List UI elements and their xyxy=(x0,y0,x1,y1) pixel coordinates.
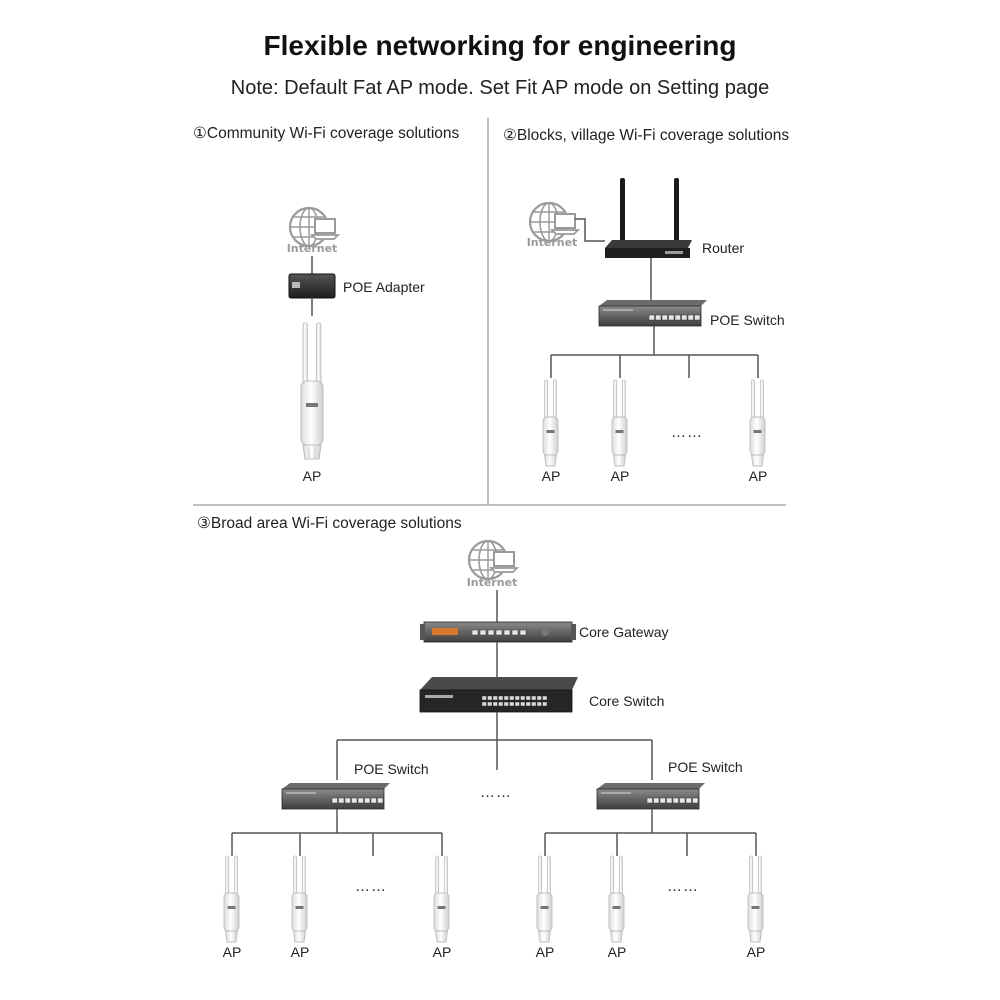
core-gateway-icon xyxy=(420,621,576,643)
router-icon xyxy=(605,178,692,258)
section-1-internet-icon: Internet xyxy=(287,206,340,255)
section-1-internet-label: Internet xyxy=(287,242,338,255)
section-3-right-ap-icon xyxy=(608,855,625,943)
section-2-ap-icon xyxy=(611,379,628,467)
section-3-left-ap-icon xyxy=(223,855,240,943)
core-switch-label: Core Switch xyxy=(589,693,665,709)
section-3-left-ap-label: AP xyxy=(432,944,452,960)
section-1-ap-label: AP xyxy=(302,468,322,484)
section-3-right-ap-icon xyxy=(536,855,553,943)
section-3-internet-label: Internet xyxy=(467,576,518,589)
section-3-left-ap-icon xyxy=(291,855,308,943)
mode-note: Note: Default Fat AP mode. Set Fit AP mo… xyxy=(230,77,770,99)
section-1-title: ①Community Wi-Fi coverage solutions xyxy=(193,125,460,142)
router-label: Router xyxy=(702,240,745,256)
section-1-ap-icon xyxy=(300,322,324,460)
section-3-right-ap-icon xyxy=(747,855,764,943)
section-2-poe-switch-label: POE Switch xyxy=(710,312,785,328)
section-2-ap-label: AP xyxy=(610,468,630,484)
section-3-right-ap-label: AP xyxy=(535,944,555,960)
core-gateway-label: Core Gateway xyxy=(579,624,669,640)
section-3-poe-switch-left-label: POE Switch xyxy=(354,761,429,777)
section-2-ap-icon xyxy=(749,379,766,467)
section-3-right-ap-label: AP xyxy=(607,944,627,960)
section-3-left-ellipsis: …… xyxy=(355,878,387,895)
section-3-poe-switch-right-icon xyxy=(596,782,706,810)
section-2-internet-label: Internet xyxy=(527,236,578,249)
poe-adapter-label: POE Adapter xyxy=(343,279,425,295)
section-2-ellipsis: …… xyxy=(671,424,703,441)
section-3-title: ③Broad area Wi-Fi coverage solutions xyxy=(197,515,462,532)
section-3-right-ellipsis: …… xyxy=(667,878,699,895)
section-2-internet-icon: Internet xyxy=(527,201,580,249)
section-2-ap-label: AP xyxy=(748,468,768,484)
section-2-ap-icon xyxy=(542,379,559,467)
poe-adapter-icon xyxy=(288,273,336,299)
section-2-title: ②Blocks, village Wi-Fi coverage solution… xyxy=(503,127,790,144)
section-3-internet-icon: Internet xyxy=(467,539,519,589)
section-3-poe-switch-right-label: POE Switch xyxy=(668,759,743,775)
section-2-ap-label: AP xyxy=(541,468,561,484)
section-3-left-ap-icon xyxy=(433,855,450,943)
section-3-left-ap-label: AP xyxy=(290,944,310,960)
section-3-poe-switch-left-icon xyxy=(281,782,391,810)
section-2-poe-switch-icon xyxy=(598,299,708,327)
section-3-right-ap-label: AP xyxy=(746,944,766,960)
section-3-middle-ellipsis: …… xyxy=(480,784,512,801)
page-title: Flexible networking for engineering xyxy=(263,30,737,61)
core-switch-icon xyxy=(419,677,578,713)
section-3-left-ap-label: AP xyxy=(222,944,242,960)
